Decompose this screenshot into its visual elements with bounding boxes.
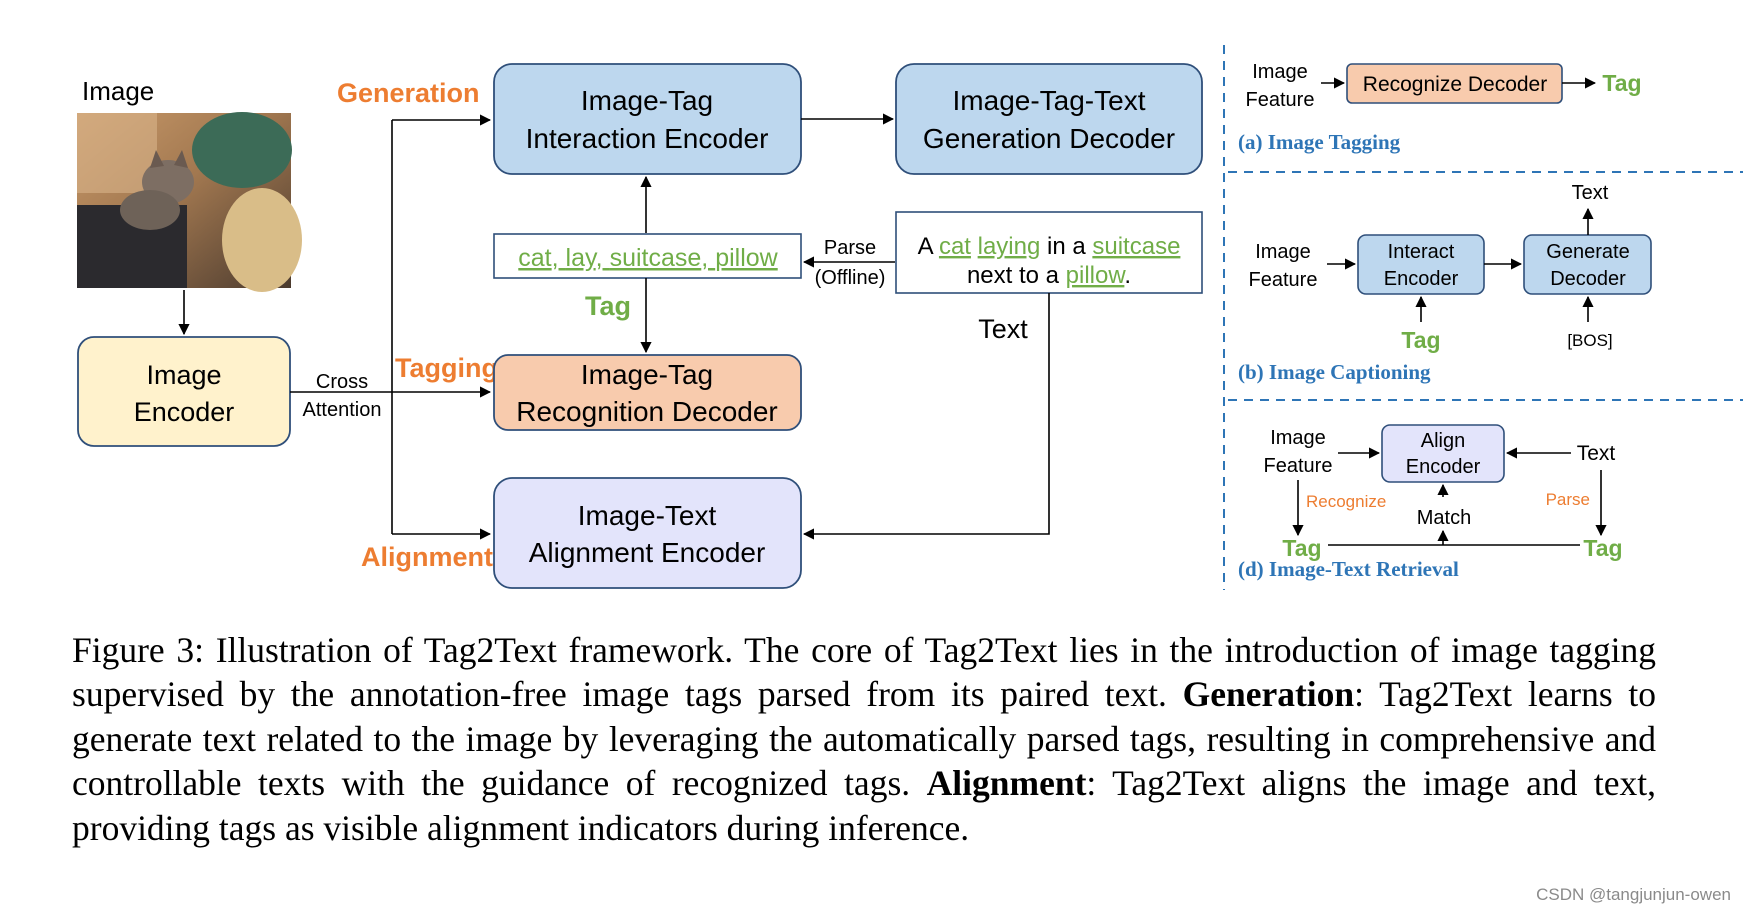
watermark: CSDN @tangjunjun-owen bbox=[1536, 885, 1731, 904]
attention-label: Attention bbox=[303, 399, 382, 421]
image-encoder-box bbox=[77, 336, 291, 447]
a-input-line2: Feature bbox=[1246, 89, 1315, 111]
a-tag-output: Tag bbox=[1602, 70, 1641, 96]
b-panel-title: (b) Image Captioning bbox=[1238, 360, 1431, 384]
image-encoder-line2: Encoder bbox=[134, 397, 235, 427]
tag-label: Tag bbox=[585, 291, 631, 321]
caption-alignment-text: : Tag2Text aligns the image and text, pr… bbox=[72, 763, 1656, 848]
tag-item: lay bbox=[566, 244, 598, 272]
a-input-line1: Image bbox=[1252, 61, 1308, 83]
b-input-line1: Image bbox=[1255, 241, 1311, 263]
tag-item: pillow bbox=[715, 244, 778, 272]
d-recognize-label: Recognize bbox=[1306, 492, 1386, 511]
generation-label: Generation bbox=[337, 78, 480, 108]
d-text-input: Text bbox=[1577, 442, 1616, 465]
generation-decoder-line2: Generation Decoder bbox=[923, 123, 1175, 154]
d-tag-left: Tag bbox=[1282, 535, 1321, 561]
alignment-encoder-line2: Alignment Encoder bbox=[529, 537, 766, 568]
sentence-line2: next to a pillow. bbox=[967, 262, 1131, 289]
caption-alignment-term: Alignment bbox=[926, 763, 1087, 804]
cross-label: Cross bbox=[316, 371, 368, 393]
offline-label: (Offline) bbox=[815, 267, 886, 289]
framework-diagram: Image Image Encoder Cross Attention Gene… bbox=[77, 45, 1743, 590]
alignment-encoder-box bbox=[493, 477, 802, 589]
interaction-encoder-line2: Interaction Encoder bbox=[526, 123, 769, 154]
b-text-output: Text bbox=[1572, 182, 1609, 204]
a-panel-title: (a) Image Tagging bbox=[1238, 130, 1401, 154]
d-tag-right: Tag bbox=[1583, 535, 1622, 561]
generation-decoder-line1: Image-Tag-Text bbox=[953, 85, 1146, 116]
cat-photo bbox=[77, 112, 302, 292]
alignment-encoder-line1: Image-Text bbox=[578, 500, 717, 531]
b-tag-input: Tag bbox=[1401, 327, 1440, 353]
interaction-encoder-line1: Image-Tag bbox=[581, 85, 713, 116]
caption-generation-term: Generation bbox=[1182, 674, 1355, 715]
image-encoder-line1: Image bbox=[146, 360, 221, 390]
a-recognize-decoder-label: Recognize Decoder bbox=[1363, 73, 1547, 96]
b-interact-line2: Encoder bbox=[1384, 268, 1459, 290]
d-input-line1: Image bbox=[1270, 427, 1326, 449]
d-match-label: Match bbox=[1417, 507, 1471, 529]
b-input-line2: Feature bbox=[1249, 269, 1318, 291]
b-interact-line1: Interact bbox=[1388, 241, 1455, 263]
tag-item: cat bbox=[518, 244, 551, 272]
d-panel-title: (d) Image-Text Retrieval bbox=[1238, 557, 1459, 581]
tag-list: cat, lay, suitcase, pillow bbox=[518, 244, 778, 272]
recognition-decoder-box bbox=[493, 354, 802, 431]
alignment-label: Alignment bbox=[361, 542, 493, 572]
caption-intro: Figure 3: Illustration of Tag2Text frame… bbox=[72, 630, 1656, 715]
recognition-decoder-line1: Image-Tag bbox=[581, 359, 713, 390]
d-input-line2: Feature bbox=[1264, 455, 1333, 477]
d-align-line1: Align bbox=[1421, 430, 1465, 452]
b-generate-line1: Generate bbox=[1546, 241, 1629, 263]
figure-caption: Figure 3: Illustration of Tag2Text frame… bbox=[72, 628, 1656, 850]
interaction-encoder-box bbox=[493, 63, 802, 175]
image-label: Image bbox=[82, 76, 154, 106]
generation-decoder-box bbox=[895, 63, 1203, 175]
d-align-encoder-box bbox=[1381, 424, 1505, 483]
text-label: Text bbox=[978, 314, 1028, 344]
tag-item: suitcase bbox=[610, 244, 702, 272]
caption-generation-text: : Tag2Text learns to generate text relat… bbox=[72, 674, 1656, 804]
recognition-decoder-line2: Recognition Decoder bbox=[516, 396, 778, 427]
b-generate-line2: Decoder bbox=[1550, 268, 1626, 290]
d-parse-label: Parse bbox=[1546, 490, 1590, 509]
tag-box bbox=[493, 233, 802, 279]
parse-label: Parse bbox=[824, 237, 876, 259]
sentence-line1: A cat laying in a suitcase bbox=[918, 233, 1181, 260]
d-align-line2: Encoder bbox=[1406, 456, 1481, 478]
tagging-label: Tagging bbox=[395, 353, 498, 383]
b-bos-token: [BOS] bbox=[1567, 331, 1612, 350]
